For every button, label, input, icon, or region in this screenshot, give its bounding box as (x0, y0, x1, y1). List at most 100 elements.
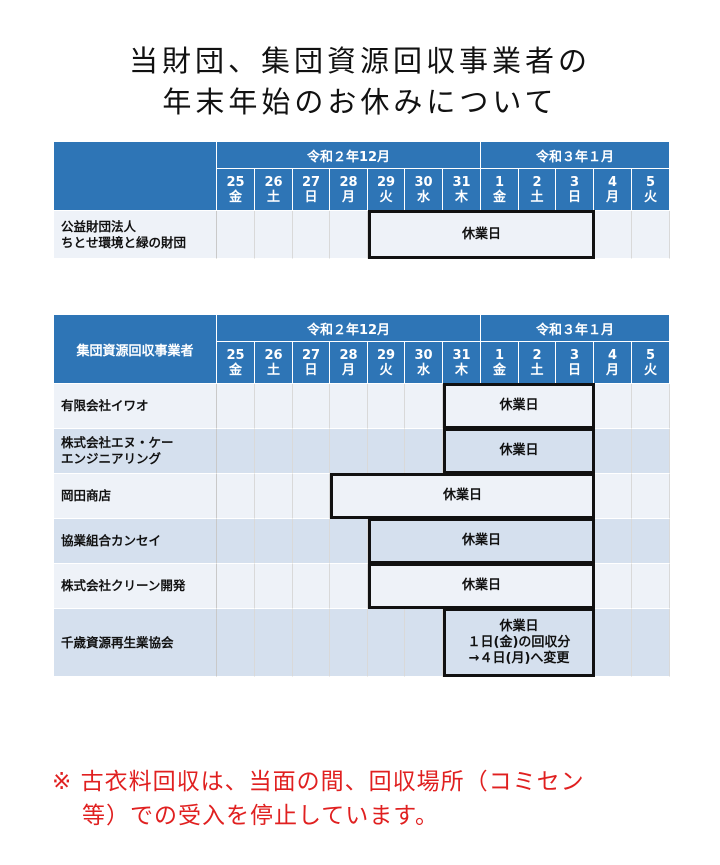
notice-text: ※ 古衣料回収は、当面の間、回収場所（コミセン 等）での受入を停止しています。 (52, 765, 672, 833)
holiday-label: 休業日 (461, 533, 501, 548)
day-cell (217, 519, 255, 564)
day-cell (217, 474, 255, 519)
day-cell (293, 429, 330, 474)
day-cell (594, 474, 632, 519)
company-name: 千歳資源再生業協会 (54, 609, 217, 677)
day-of-week: 火 (643, 189, 657, 205)
company-name-line1: 有限会社イワオ (61, 398, 149, 413)
day-number: 25 (226, 174, 245, 190)
day-cell (368, 429, 405, 474)
notice-line1: ※ 古衣料回収は、当面の間、回収場所（コミセン (52, 769, 585, 795)
day-of-week: 土 (266, 189, 280, 205)
company-name-line1: 公益財団法人 (61, 218, 137, 234)
holiday-label: 休業日 (461, 226, 501, 242)
day-cell (632, 429, 670, 474)
holiday-label: １日(金)の回収分 (467, 634, 571, 650)
company-name: 株式会社クリーン開発 (54, 564, 217, 609)
holiday-box: 休業日 (330, 473, 595, 519)
day-of-week: 土 (266, 362, 280, 378)
day-cell (368, 609, 405, 677)
day-cell (255, 211, 293, 259)
company-name: 公益財団法人ちとせ環境と緑の財団 (54, 211, 217, 259)
day-cell (293, 474, 330, 519)
day-number: 1 (494, 347, 505, 363)
holiday-label: →４日(月)へ変更 (468, 650, 570, 666)
day-number: 26 (264, 347, 283, 363)
day-of-week: 火 (643, 362, 657, 378)
day-of-week: 日 (567, 362, 581, 378)
day-number: 29 (376, 174, 396, 190)
company-name: 株式会社エヌ・ケーエンジニアリング (54, 429, 217, 474)
day-number: 4 (607, 174, 618, 190)
day-cell (330, 519, 368, 564)
day-of-week: 木 (454, 189, 468, 205)
company-name-line2: エンジニアリング (61, 451, 162, 466)
company-name-line1: 株式会社クリーン開発 (61, 578, 186, 593)
day-cell (255, 564, 293, 609)
day-number: 5 (645, 347, 656, 363)
holiday-box: 休業日 (443, 428, 595, 474)
company-name-line2: ちとせ環境と緑の財団 (61, 234, 187, 250)
company-name-text: 岡田商店 (61, 488, 111, 504)
holiday-label: 休業日 (499, 618, 539, 634)
day-cell (368, 384, 405, 429)
day-number: 26 (264, 174, 283, 190)
day-of-week: 金 (228, 189, 242, 205)
day-number: 30 (414, 347, 433, 363)
day-cell (293, 564, 330, 609)
day-cell (217, 609, 255, 677)
holiday-box: 休業日 (368, 210, 595, 259)
day-number: 27 (301, 347, 321, 363)
day-cell (330, 429, 368, 474)
company-name-line1: 協業組合カンセイ (61, 533, 162, 548)
day-number: 5 (645, 174, 656, 190)
day-cell (255, 519, 293, 564)
day-of-week: 日 (567, 189, 581, 205)
company-name-text: 千歳資源再生業協会 (61, 635, 174, 651)
day-of-week: 金 (492, 362, 506, 378)
holiday-label: 休業日 (461, 578, 501, 593)
holiday-label: 休業日 (442, 488, 482, 503)
company-name: 有限会社イワオ (54, 384, 217, 429)
company-name-line1: 株式会社エヌ・ケー (61, 435, 174, 450)
page-title-line1: 当財団、集団資源回収事業者の (128, 44, 591, 78)
day-cell (293, 211, 330, 259)
company-name-line1: 岡田商店 (61, 488, 112, 503)
day-cell (632, 609, 670, 677)
day-number: 3 (569, 347, 580, 363)
day-number: 29 (376, 347, 396, 363)
day-number: 2 (532, 347, 542, 363)
day-cell (405, 429, 443, 474)
day-of-week: 月 (605, 189, 619, 205)
day-cell (255, 609, 293, 677)
corner-header (54, 142, 217, 211)
day-of-week: 火 (379, 362, 393, 378)
day-number: 1 (494, 174, 505, 190)
day-cell (632, 384, 670, 429)
day-of-week: 日 (304, 189, 318, 205)
company-name-text: 公益財団法人ちとせ環境と緑の財団 (61, 219, 186, 251)
day-number: 25 (226, 347, 245, 363)
day-cell (255, 429, 293, 474)
day-cell (632, 211, 670, 259)
day-of-week: 土 (530, 189, 544, 205)
day-cell (293, 519, 330, 564)
